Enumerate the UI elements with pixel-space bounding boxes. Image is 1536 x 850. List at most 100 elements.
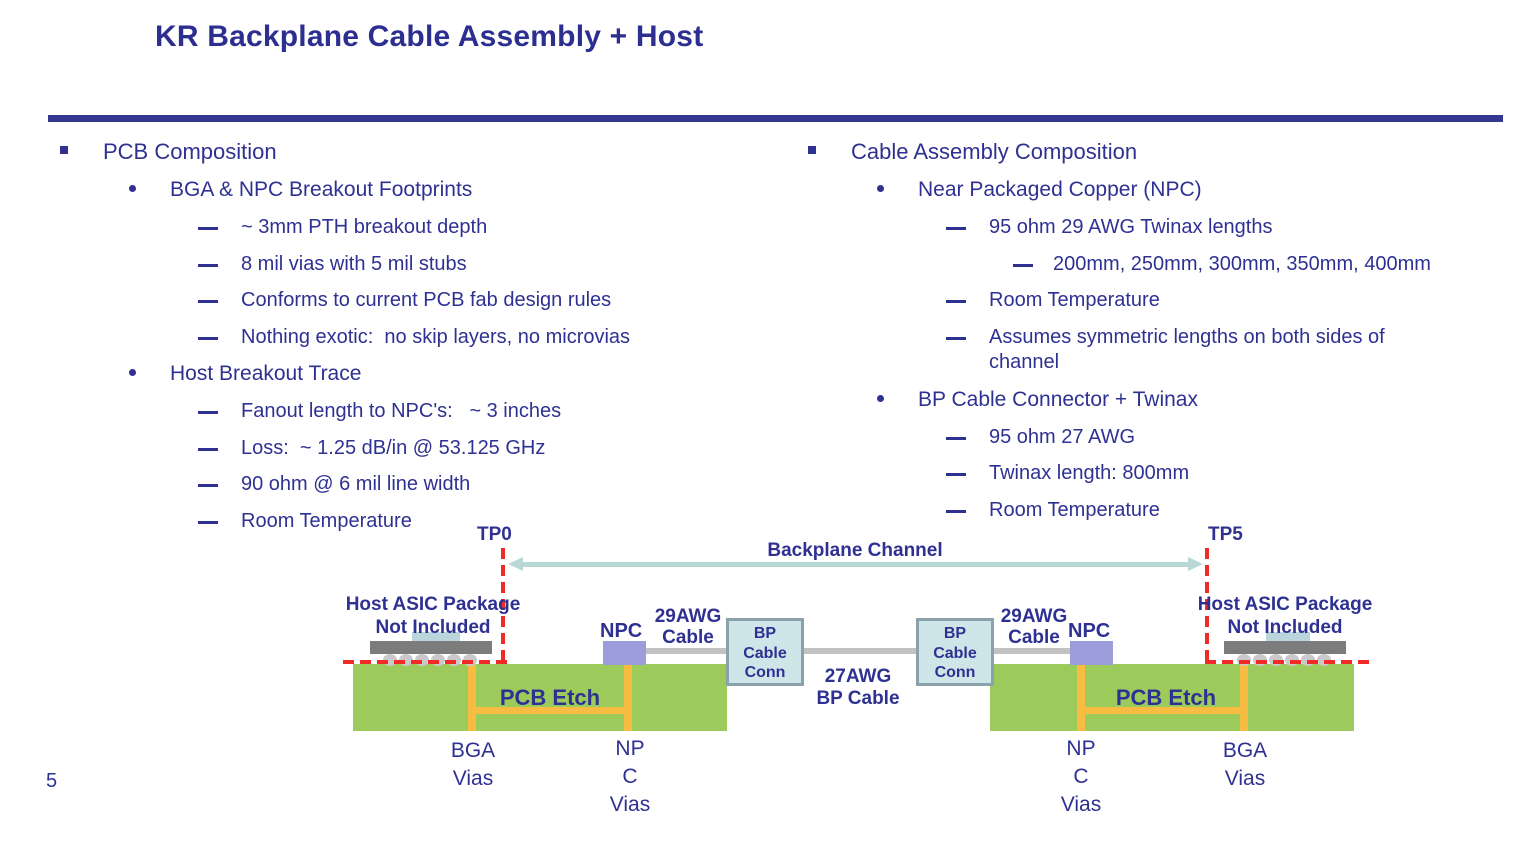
- pcb-board-left: [353, 664, 727, 731]
- npc-label-right: NPC: [1068, 620, 1111, 642]
- conn-label-line: Conn: [934, 664, 976, 682]
- conn-label-line: BP: [943, 625, 967, 642]
- dash-bullet-icon: [198, 263, 218, 267]
- dash-bullet-icon: [198, 484, 218, 488]
- bullet-item: Room Temperature: [796, 498, 1516, 524]
- vias-label-line: BGA: [1222, 739, 1268, 762]
- tp5-label: TP5: [1208, 524, 1243, 545]
- vias-label-line: Vias: [452, 767, 494, 791]
- vias-label-line: C: [1073, 765, 1089, 789]
- asic-label-line: Host ASIC Package: [345, 594, 521, 615]
- bullet-item: Host Breakout Trace: [48, 361, 768, 388]
- bga-vias-label-left: BGA Vias: [428, 737, 518, 793]
- host-asic-label-left: Host ASIC Package Not Included: [338, 593, 528, 639]
- bullet-item: Cable Assembly Composition: [796, 138, 1516, 166]
- page-number: 5: [46, 770, 58, 792]
- asic-label-line: Host ASIC Package: [1197, 594, 1373, 615]
- dash-bullet-icon: [198, 521, 218, 525]
- tp5-dashed-line-vertical: [1205, 548, 1209, 664]
- bullet-item: 200mm, 250mm, 300mm, 350mm, 400mm: [796, 252, 1516, 278]
- dot-bullet-icon: [129, 369, 136, 377]
- dash-bullet-icon: [198, 411, 218, 415]
- bullet-item: 90 ohm @ 6 mil line width: [48, 472, 768, 498]
- tp0-dashed-line-horizontal: [343, 660, 507, 664]
- bullet-item: 8 mil vias with 5 mil stubs: [48, 252, 768, 278]
- awg29-cable-label-right: 29AWG Cable: [996, 606, 1072, 649]
- npc-vias-trace-left: [624, 664, 632, 731]
- bullet-item: Twinax length: 800mm: [796, 461, 1516, 487]
- bga-vias-trace-left: [468, 664, 476, 731]
- bullet-item: Near Packaged Copper (NPC): [796, 177, 1516, 204]
- dash-bullet-icon: [946, 473, 966, 477]
- page-title: KR Backplane Cable Assembly + Host: [155, 20, 704, 53]
- bp-cable-label-line: 27AWG: [824, 666, 892, 687]
- awg29-label-line: Cable: [1008, 626, 1060, 648]
- bullet-item: Nothing exotic: no skip layers, no micro…: [48, 325, 768, 351]
- pcb-etch-label-left: PCB Etch: [499, 685, 601, 710]
- asic-package-right: [1224, 641, 1346, 654]
- dash-bullet-icon: [946, 436, 966, 440]
- backplane-channel-label: Backplane Channel: [767, 540, 943, 561]
- right-column: Cable Assembly Composition Near Packaged…: [796, 138, 1516, 535]
- dash-bullet-icon: [946, 300, 966, 304]
- arrowhead-right-icon: [1188, 557, 1203, 571]
- dash-bullet-icon: [1013, 263, 1033, 267]
- bga-vias-label-right: BGA Vias: [1200, 737, 1290, 793]
- npc-vias-label-right: NP C Vias: [1036, 735, 1126, 819]
- twinax-cable-left: [646, 648, 726, 654]
- awg29-label-line: 29AWG: [654, 606, 722, 627]
- asic-package-left: [370, 641, 492, 654]
- dot-bullet-icon: [877, 185, 884, 193]
- pcb-etch-trace-left: [468, 707, 632, 714]
- dash-bullet-icon: [198, 300, 218, 304]
- bp-cable-connector-left: BP Cable Conn: [726, 618, 804, 686]
- bp-cable-middle: [798, 648, 918, 654]
- tp5-dashed-line-horizontal: [1205, 660, 1369, 664]
- bullet-item: ~ 3mm PTH breakout depth: [48, 215, 768, 241]
- dash-bullet-icon: [198, 336, 218, 340]
- bullet-item: Fanout length to NPC's: ~ 3 inches: [48, 399, 768, 425]
- dash-bullet-icon: [946, 227, 966, 231]
- pcb-board-right: [990, 664, 1354, 731]
- bp-cable-label-line: BP Cable: [816, 687, 900, 709]
- bullet-item: PCB Composition: [48, 138, 768, 166]
- conn-label-line: Conn: [744, 664, 786, 682]
- conn-label-line: BP: [753, 625, 777, 642]
- pcb-etch-trace-right: [1077, 707, 1248, 714]
- bullet-item: Loss: ~ 1.25 dB/in @ 53.125 GHz: [48, 436, 768, 462]
- conn-label-line: Cable: [743, 644, 787, 662]
- vias-label-line: Vias: [609, 793, 651, 817]
- arrow-shaft: [519, 562, 1192, 567]
- backplane-channel-arrow: [508, 557, 1203, 571]
- vias-label-line: NP: [1066, 737, 1096, 760]
- npc-vias-label-left: NP C Vias: [585, 735, 675, 819]
- bullet-item: BP Cable Connector + Twinax: [796, 387, 1516, 414]
- twinax-cable-right: [994, 648, 1070, 654]
- bullet-item: Assumes symmetric lengths on both sides …: [796, 325, 1516, 376]
- vias-label-line: Vias: [1224, 767, 1266, 791]
- bullet-item: 95 ohm 29 AWG Twinax lengths: [796, 215, 1516, 241]
- npc-label-left: NPC: [600, 620, 643, 642]
- dash-bullet-icon: [198, 447, 218, 451]
- bullet-item: BGA & NPC Breakout Footprints: [48, 177, 768, 204]
- awg29-label-line: 29AWG: [1000, 606, 1068, 627]
- bullet-item: Conforms to current PCB fab design rules: [48, 288, 768, 314]
- square-bullet-icon: [60, 146, 68, 154]
- bga-vias-trace-right: [1240, 664, 1248, 731]
- left-column: PCB Composition BGA & NPC Breakout Footp…: [48, 138, 768, 546]
- bullet-item: Room Temperature: [796, 288, 1516, 314]
- vias-label-line: BGA: [450, 739, 496, 762]
- dash-bullet-icon: [946, 510, 966, 514]
- dash-bullet-icon: [946, 336, 966, 340]
- bp-cable-label: 27AWG BP Cable: [790, 666, 926, 710]
- host-asic-label-right: Host ASIC Package Not Included: [1190, 593, 1380, 639]
- bullet-item: 95 ohm 27 AWG: [796, 425, 1516, 451]
- awg29-cable-label-left: 29AWG Cable: [650, 606, 726, 649]
- asic-die-right: [1266, 632, 1310, 642]
- arrowhead-left-icon: [508, 557, 523, 571]
- asic-die-left: [412, 632, 460, 642]
- dash-bullet-icon: [198, 227, 218, 231]
- bullet-item: Room Temperature: [48, 509, 768, 535]
- title-divider: [48, 115, 1503, 122]
